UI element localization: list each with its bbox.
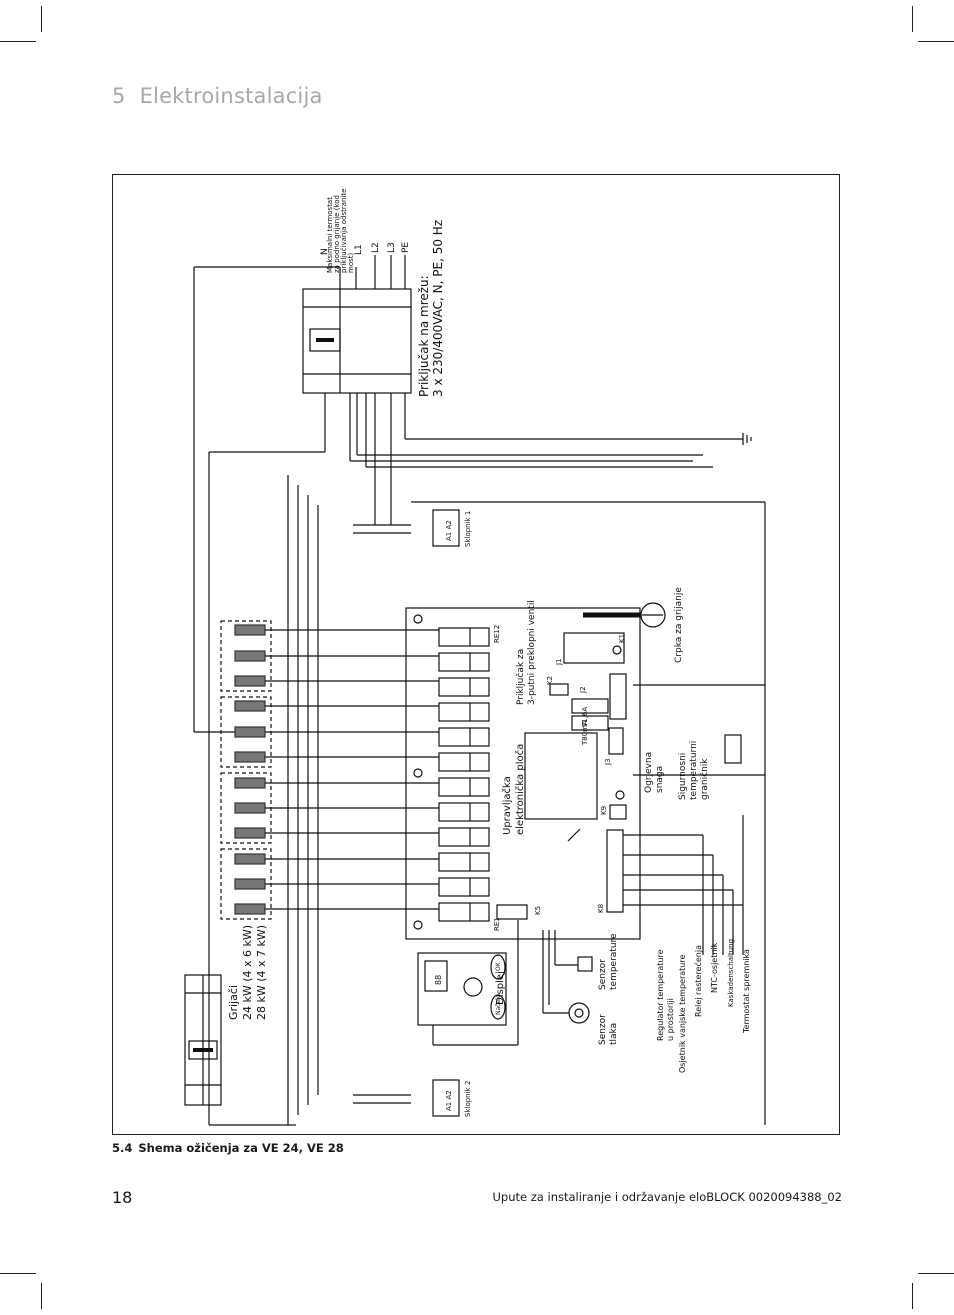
relay-re12-label: RE12: [493, 625, 501, 643]
crop-mark: [41, 1283, 42, 1309]
heaters-28-label: 28 kW (4 x 7 kW): [255, 925, 268, 1020]
fuse1-label: T1,6A: [581, 707, 589, 728]
aux-terminal-block: [184, 974, 222, 1106]
load-relay-label: Relej rasterećenja: [693, 945, 703, 1017]
valve-label: Priključak za3-putni preklopni ventil: [515, 600, 537, 705]
crop-mark: [918, 41, 954, 42]
crop-mark: [0, 41, 36, 42]
crop-mark: [0, 1273, 36, 1274]
display-digits-label: 88: [434, 975, 443, 985]
display-unit: [417, 920, 519, 1046]
page-number: 18: [112, 1188, 133, 1207]
crop-mark: [912, 1283, 913, 1309]
contactor1-coil-label: A1 A2: [445, 520, 453, 541]
display-label: Displej: [495, 971, 506, 1005]
pump-label: Crpka za grijanje: [674, 587, 684, 663]
figure-frame: Maksimalni termostatza podno grijanje (k…: [112, 174, 840, 1135]
conn-k9-label: K9: [600, 806, 608, 815]
relays: [438, 627, 490, 922]
chapter-number: 5: [112, 84, 126, 108]
pump-motor: [583, 602, 666, 628]
crop-mark: [41, 6, 42, 32]
mains-label: Priključak na mrežu:: [417, 275, 431, 397]
terminal-l1-label: L1: [354, 244, 364, 255]
footer-text: Upute za instaliranje i održavanje eloBL…: [492, 1190, 842, 1204]
contactor2-coil-label: A1 A2: [445, 1090, 453, 1111]
thermostat-label: Maksimalni termostatza podno grijanje (k…: [326, 189, 355, 274]
external-inputs: [623, 684, 765, 955]
control-board: [405, 607, 641, 940]
sensors: [542, 930, 593, 1024]
conn-k2-label: K2: [546, 676, 554, 685]
conn-k1-label: K1: [618, 634, 626, 643]
heater-groups: [220, 620, 272, 920]
relay-re1-label: RE1: [493, 917, 501, 931]
diagram-labels: Maksimalni termostatza podno grijanje (k…: [227, 189, 751, 1118]
crop-mark: [912, 6, 913, 32]
terminal-pe-label: PE: [401, 242, 411, 253]
contactor2-label: Sklopnik 2: [464, 1081, 472, 1117]
figure-caption: 5.4 Shema ožičenja za VE 24, VE 28: [112, 1141, 344, 1155]
terminal-n-label: N: [320, 248, 330, 255]
chapter-title: Elektroinstalacija: [139, 84, 323, 108]
mains-spec-label: 3 x 230/400VAC, N, PE, 50 Hz: [431, 220, 445, 397]
caption-number: 5.4: [112, 1141, 133, 1155]
outdoor-sensor-label: Osjetnik vanjske temperature: [678, 955, 687, 1073]
ntc-sensor-label: NTC-osjetnik: [710, 942, 719, 993]
safety-limiter-label: Sigurnosnitemperaturnigraničnik: [678, 741, 710, 800]
caption-text: Shema ožičenja za VE 24, VE 28: [138, 1141, 344, 1155]
wiring-diagram: Maksimalni termostatza podno grijanje (k…: [184, 189, 766, 1126]
conn-k5-label: K5: [534, 906, 542, 915]
mains-terminal-block: [302, 288, 412, 394]
mains-wires: [193, 255, 743, 1126]
contactor-2: [353, 1079, 460, 1117]
tank-thermostat-label: Termostat spremnika: [742, 949, 751, 1034]
temp-sensor-label: Senzortemperature: [598, 933, 619, 990]
conn-j2-label: J2: [579, 686, 587, 694]
heaters-title-label: Grijači: [227, 985, 240, 1020]
display-reset-label: Načelo: [495, 994, 502, 1015]
room-regulator-label: Regulator temperatureu prostoriji: [656, 949, 675, 1041]
heater-elements: [234, 624, 266, 915]
display-ok-label: OK: [495, 961, 502, 971]
heater-wires: [265, 475, 439, 1125]
fuse2-label: T80mA: [581, 720, 589, 746]
cascade-label: Kaskadenschaltung: [727, 939, 735, 1007]
heaters-24-label: 24 kW (4 x 6 kW): [241, 925, 254, 1020]
pressure-sensor-label: Senzortlaka: [598, 1014, 619, 1045]
crop-mark: [918, 1273, 954, 1274]
chapter-heading: 5 Elektroinstalacija: [112, 84, 323, 108]
conn-j1-label: J1: [555, 658, 563, 666]
contactor1-label: Sklopnik 1: [464, 511, 472, 547]
terminal-l3-label: L3: [387, 242, 397, 253]
earth-symbol: [742, 433, 752, 445]
conn-j3-label: J3: [604, 758, 612, 766]
conn-k8-label: K8: [597, 904, 605, 913]
contactor-1: [353, 501, 766, 1125]
terminal-l2-label: L2: [371, 242, 381, 253]
heating-power-label: Ogrjevnasnaga: [644, 752, 665, 793]
